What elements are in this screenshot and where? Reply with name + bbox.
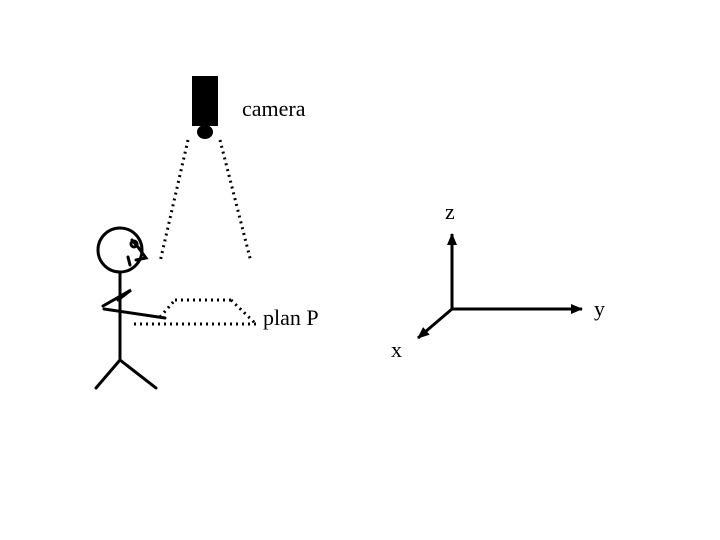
coordinate-axes — [417, 233, 583, 340]
camera-icon — [192, 76, 218, 139]
axis-x-arrow — [417, 307, 453, 340]
plane-label: plan P — [263, 305, 319, 330]
axis-x-label: x — [391, 337, 402, 362]
camera-label: camera — [242, 96, 306, 121]
axis-y-label: y — [594, 296, 605, 321]
camera-view-cone — [158, 139, 253, 263]
plane-p — [134, 298, 258, 326]
stick-figure-icon — [94, 226, 167, 390]
axis-z-label: z — [445, 199, 455, 224]
